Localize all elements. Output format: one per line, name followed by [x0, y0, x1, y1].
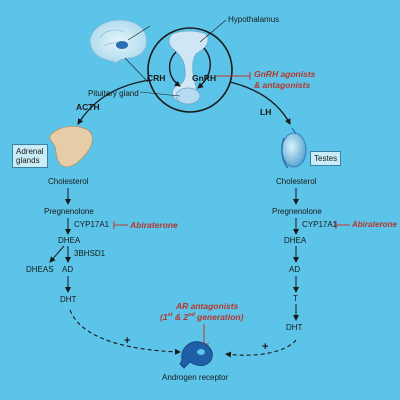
- adrenal-pathway-arrows: [49, 188, 71, 293]
- ar-antagonist-inhibitor: [199, 324, 209, 345]
- testes-ad: AD: [289, 265, 301, 274]
- adrenal-ad: AD: [62, 265, 74, 274]
- androgen-receptor-label: Androgen receptor: [162, 373, 229, 382]
- brain-illustration: [89, 19, 151, 83]
- testes-dht: DHT: [286, 323, 303, 332]
- right-abiraterone-inhibitor: [335, 221, 350, 229]
- receptor-pocket: [197, 349, 205, 355]
- adrenal-label-1: Adrenal: [16, 147, 44, 156]
- ar-antagonists-label-1: AR antagonists: [176, 301, 239, 311]
- dht-left-dashed-arrow: [69, 309, 181, 355]
- plus-right: +: [262, 341, 269, 353]
- ar-antagonists-label-2: (1st & 2nd generation): [160, 312, 244, 322]
- testes-pregnenolone: Pregnenolone: [272, 207, 322, 216]
- adrenal-dheas: DHEAS: [26, 265, 54, 274]
- lh-label: LH: [260, 107, 272, 117]
- adrenal-3bhsd1: 3BHSD1: [74, 249, 106, 258]
- testes-cholesterol: Cholesterol: [276, 177, 317, 186]
- dht-right-dashed-arrow: [225, 339, 297, 358]
- pituitary-illustration: [168, 30, 209, 105]
- gnrh-drugs-label-1: GnRH agonists: [254, 69, 316, 79]
- adrenal-label-2: glands: [16, 156, 40, 166]
- gnrh-drugs-label-2: & antagonists: [254, 80, 311, 90]
- testes-cyp17a1: CYP17A1: [302, 220, 338, 229]
- gnrh-inhibitor-line: [216, 72, 251, 80]
- hypothalamus-circle: [147, 27, 233, 113]
- adrenal-pregnenolone: Pregnenolone: [44, 207, 94, 216]
- plus-left: +: [124, 335, 131, 347]
- gnrh-label: GnRH: [192, 73, 217, 83]
- testes-dhea: DHEA: [284, 236, 307, 245]
- adrenal-dht: DHT: [60, 295, 77, 304]
- pituitary-label: Pituitary gland: [88, 89, 139, 98]
- lh-arrow: [229, 81, 291, 125]
- testes-abiraterone: Abiraterone: [352, 220, 397, 229]
- adrenal-cyp17a1: CYP17A1: [74, 220, 110, 229]
- crh-label: CRH: [147, 73, 166, 83]
- acth-arrow: [77, 79, 151, 125]
- left-abiraterone-inhibitor: [113, 221, 128, 229]
- gnrh-arrow: [197, 47, 211, 89]
- testes-box: Testes: [310, 151, 342, 167]
- androgen-receptor-shape: [179, 341, 213, 369]
- pituitary-pointer: [139, 91, 181, 97]
- adrenal-gland-illustration: [49, 126, 93, 168]
- acth-label: ACTH: [76, 102, 100, 112]
- testes-label: Testes: [314, 154, 338, 163]
- hypothalamus-label: Hypothalamus: [228, 15, 280, 24]
- testis-illustration: [281, 127, 307, 169]
- crh-arrow: [169, 51, 181, 87]
- adrenal-glands-box: Adrenal glands: [12, 144, 48, 169]
- hypothalamus-pointer: [199, 19, 227, 43]
- testes-t: T: [293, 294, 298, 303]
- adrenal-cholesterol: Cholesterol: [48, 177, 89, 186]
- adrenal-abiraterone: Abiraterone: [130, 220, 178, 230]
- adrenal-dhea: DHEA: [58, 236, 81, 245]
